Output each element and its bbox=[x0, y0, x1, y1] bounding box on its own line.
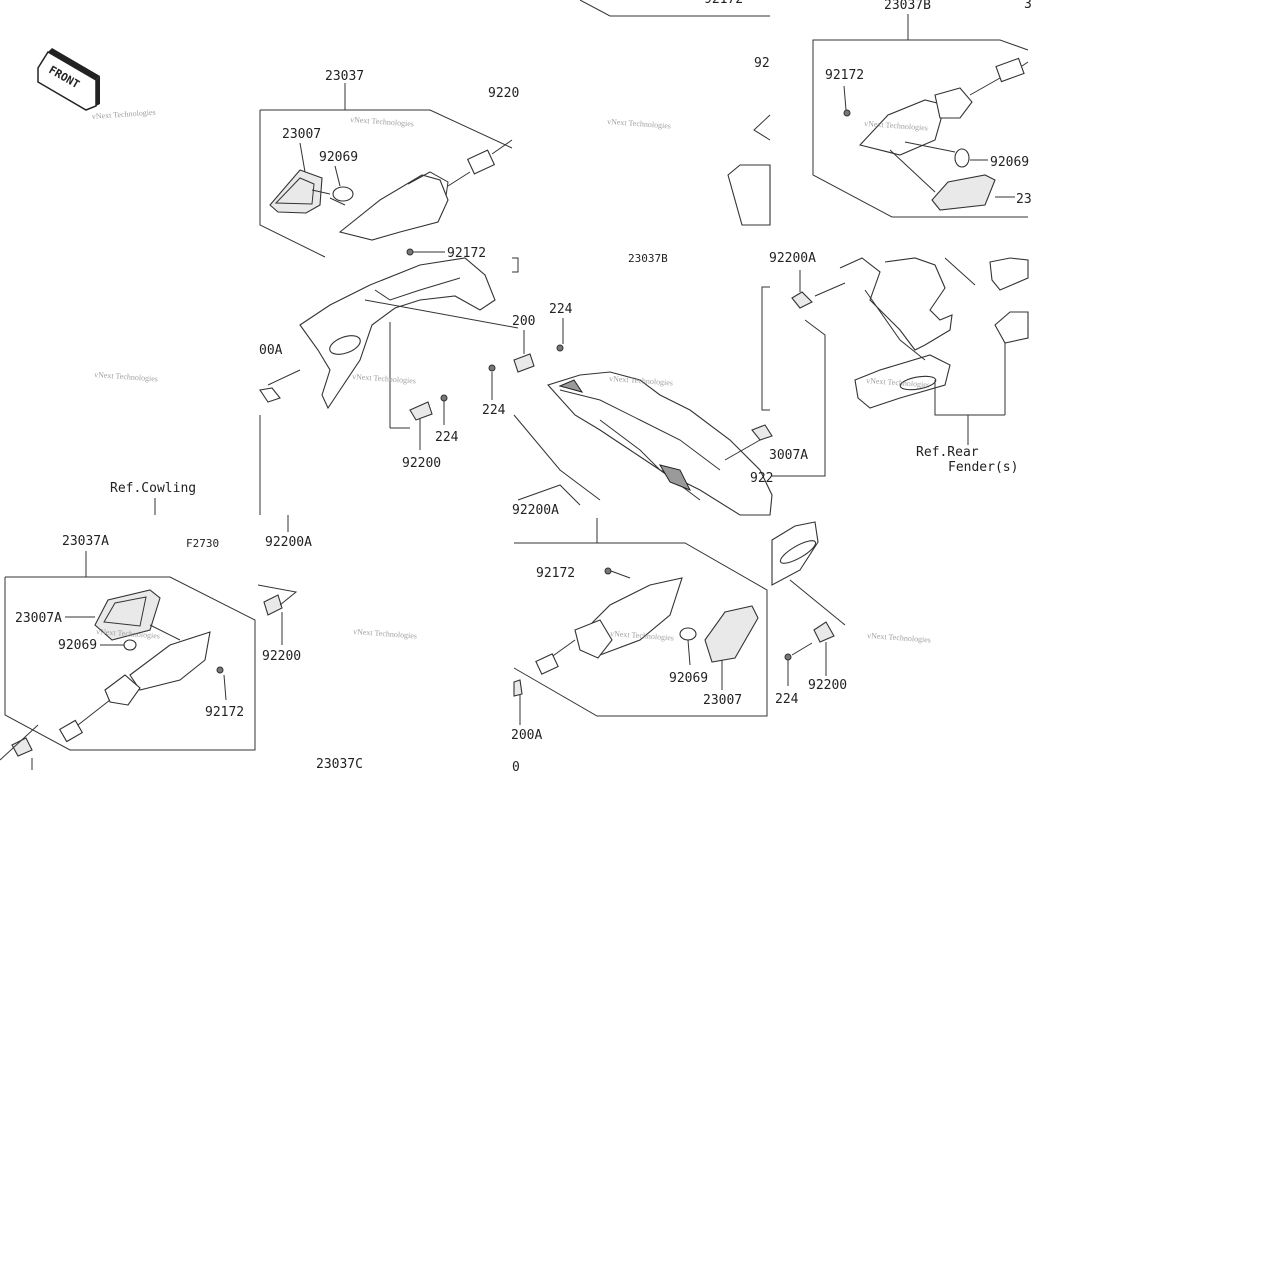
svg-text:vNext Technologies: vNext Technologies bbox=[607, 117, 671, 130]
label-23007a: 23007A bbox=[15, 611, 62, 626]
label-92172-bl: 92172 bbox=[205, 705, 244, 720]
bracket-front bbox=[259, 257, 519, 429]
svg-text:vNext Technologies: vNext Technologies bbox=[92, 108, 156, 121]
lens-23007 bbox=[269, 169, 323, 214]
label-92200-bl: 92200 bbox=[262, 649, 301, 664]
label-92069-tr: 92069 bbox=[990, 155, 1029, 170]
label-224-a: 224 bbox=[549, 302, 573, 317]
label-92172-tr: 92172 bbox=[825, 68, 864, 83]
clip-92200-bl bbox=[257, 584, 298, 645]
label-23007a-mr: 3007A bbox=[769, 448, 808, 463]
assembly-23037: 23037 9220 23007 92069 92172 bbox=[259, 69, 519, 261]
label-92172: 92172 bbox=[447, 246, 486, 261]
svg-text:vNext Technologies: vNext Technologies bbox=[866, 376, 930, 389]
label-23007-br: 23007 bbox=[703, 693, 742, 708]
label-23-cut: 23 bbox=[1016, 192, 1032, 207]
svg-text:vNext Technologies: vNext Technologies bbox=[352, 372, 416, 385]
clip-92200-lower bbox=[409, 394, 448, 450]
assembly-23037b: 23037B 3 92172 92069 23 bbox=[812, 0, 1032, 218]
svg-text:vNext Technologies: vNext Technologies bbox=[350, 115, 414, 128]
ref-rear: Ref.Rear bbox=[916, 445, 979, 460]
label-23037b-cut: 23037B bbox=[628, 252, 668, 265]
svg-text:vNext Technologies: vNext Technologies bbox=[96, 627, 160, 640]
label-224-b: 224 bbox=[482, 403, 506, 418]
turn-signal-housing bbox=[338, 174, 449, 241]
label-00a: 00A bbox=[259, 343, 283, 358]
label-23007: 23007 bbox=[282, 127, 321, 142]
clip-92200-upper bbox=[488, 318, 564, 400]
svg-text:vNext Technologies: vNext Technologies bbox=[94, 370, 158, 383]
svg-text:vNext Technologies: vNext Technologies bbox=[867, 631, 931, 644]
front-arrow-icon: FRONT bbox=[37, 48, 100, 111]
svg-text:vNext Technologies: vNext Technologies bbox=[353, 627, 417, 640]
label-92-cut: 92 bbox=[754, 56, 770, 71]
clip-92200-rr bbox=[771, 521, 846, 686]
label-23037a: 23037A bbox=[62, 534, 109, 549]
label-92200-b: 92200 bbox=[402, 456, 441, 471]
label-92200a-mr: 92200A bbox=[769, 251, 816, 266]
label-92200-rr: 92200 bbox=[808, 678, 847, 693]
label-f2730: F2730 bbox=[186, 537, 219, 550]
frame-center bbox=[513, 371, 773, 516]
turn-signal-housing-bl bbox=[129, 631, 211, 691]
label-92172-br: 92172 bbox=[536, 566, 575, 581]
label-92200a-mr-bottom: 92200A bbox=[512, 503, 559, 518]
ref-fender: Fender(s) bbox=[948, 460, 1018, 475]
label-23037c: 23037C bbox=[316, 757, 363, 772]
label-200: 200 bbox=[512, 314, 535, 329]
label-922-mr: 922 bbox=[750, 471, 773, 486]
svg-text:vNext Technologies: vNext Technologies bbox=[609, 374, 673, 387]
svg-text:vNext Technologies: vNext Technologies bbox=[610, 629, 674, 642]
lens-23007a bbox=[94, 589, 161, 641]
label-92200-top: 9220 bbox=[488, 86, 519, 101]
label-92069-br: 92069 bbox=[669, 671, 708, 686]
label-23037b: 23037B bbox=[884, 0, 931, 13]
svg-text:vNext Technologies: vNext Technologies bbox=[864, 119, 928, 132]
watermarks: vNext Technologies vNext Technologies vN… bbox=[92, 108, 932, 645]
ref-cowling: Ref.Cowling bbox=[110, 481, 196, 496]
label-top-cut: 92172 bbox=[704, 0, 743, 7]
label-200a-br: 200A bbox=[511, 728, 542, 743]
center-fragment-top: 92172 92 23037B bbox=[512, 0, 771, 273]
label-92069-bl: 92069 bbox=[58, 638, 97, 653]
lens-23007-br bbox=[704, 605, 759, 663]
assembly-bottom-center: 92172 92069 23007 92200A 200A 0 bbox=[511, 503, 768, 775]
assembly-23037a: 23037A 23007A 92069 92172 bbox=[0, 534, 256, 770]
lens-tr bbox=[931, 174, 996, 211]
label-92069: 92069 bbox=[319, 150, 358, 165]
connector bbox=[466, 149, 496, 175]
label-23037: 23037 bbox=[325, 69, 364, 84]
label-92200a: 92200A bbox=[265, 535, 312, 550]
label-224-rr: 224 bbox=[775, 692, 799, 707]
bulb-92069 bbox=[332, 186, 354, 202]
label-3-cut: 3 bbox=[1024, 0, 1032, 12]
label-0-br: 0 bbox=[512, 760, 520, 775]
label-224-c: 224 bbox=[435, 430, 459, 445]
bracket-rear: 92200A 3007A 922 bbox=[724, 251, 1029, 486]
